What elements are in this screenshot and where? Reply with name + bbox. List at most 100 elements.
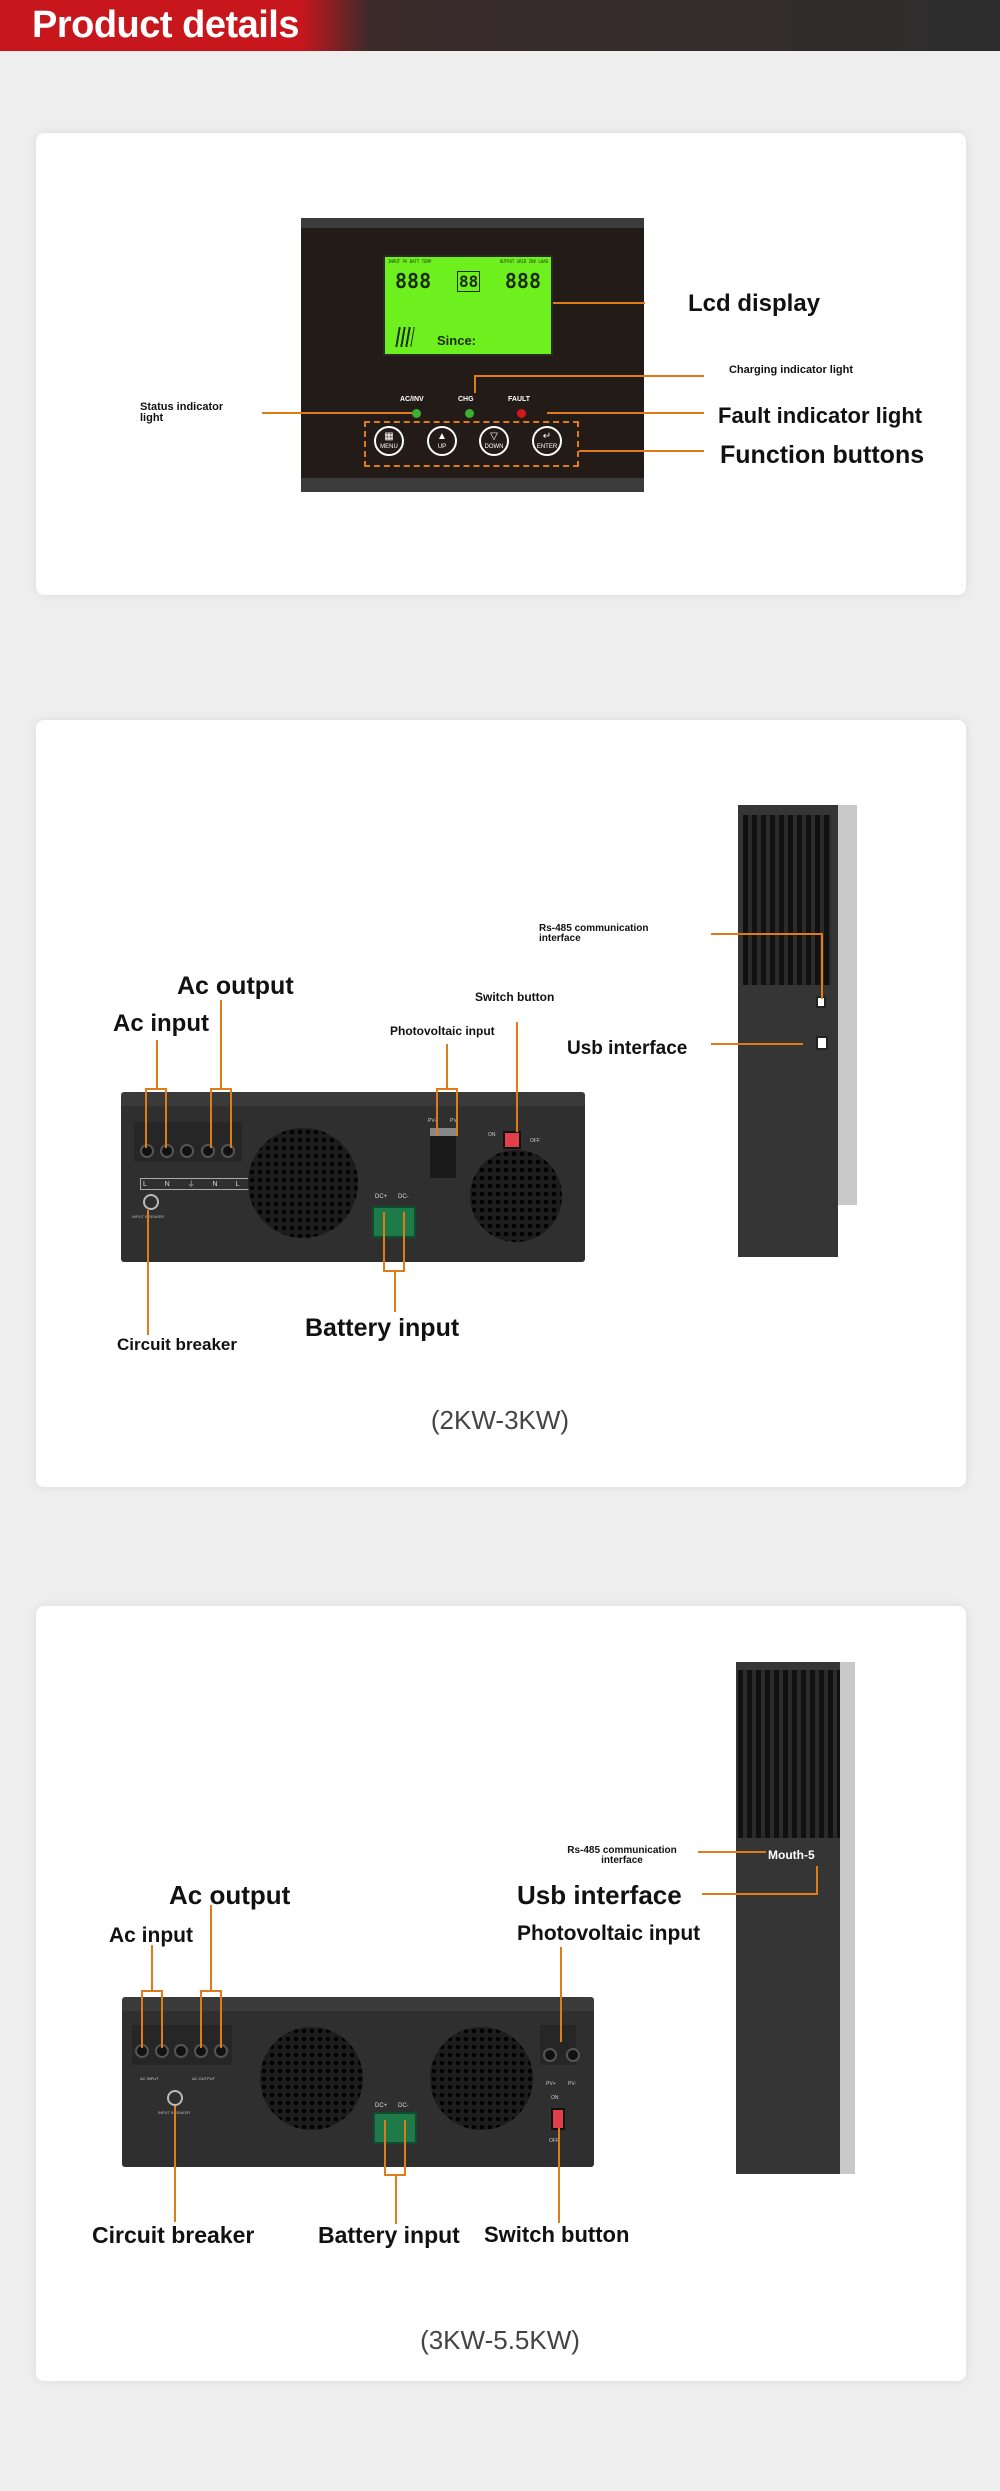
battery-terminal bbox=[372, 1206, 416, 1238]
label-function-buttons: Function buttons bbox=[720, 441, 925, 469]
power-switch[interactable] bbox=[551, 2108, 565, 2130]
dc-pos-label: DC+ bbox=[375, 2103, 388, 2109]
terminal bbox=[140, 1144, 154, 1158]
model-caption: (3KW-5.5KW) bbox=[420, 2325, 580, 2355]
status-led bbox=[412, 409, 421, 418]
callout-line bbox=[547, 412, 704, 414]
callout-line bbox=[394, 1272, 396, 1312]
triangle-up-icon: ▲ bbox=[437, 431, 447, 442]
terminal bbox=[180, 1144, 194, 1158]
lcd-since: Since: bbox=[437, 333, 477, 348]
label-pv-input: Photovoltaic input bbox=[517, 1922, 701, 1945]
terminal bbox=[174, 2044, 188, 2058]
label-rs485: Rs-485 communication interface bbox=[567, 1845, 677, 1866]
terminal bbox=[160, 1144, 174, 1158]
pv-pos-label: PV+ bbox=[546, 2081, 556, 2087]
callout-line bbox=[174, 2106, 176, 2222]
dc-pos-label: DC+ bbox=[375, 1194, 388, 1200]
bracket-battery bbox=[383, 1212, 405, 1272]
label-ac-output: Ac output bbox=[177, 972, 294, 1000]
lcd-digits-mid: 88 bbox=[457, 271, 481, 292]
bracket-ac-output bbox=[200, 1990, 222, 2048]
terminal-labels: L N ⏚ N L bbox=[140, 1178, 251, 1190]
fan-grille bbox=[430, 2027, 533, 2130]
side-panel-silver bbox=[838, 805, 857, 1205]
callout-line bbox=[516, 1022, 518, 1132]
led-label-acinv: AC/INV bbox=[400, 396, 424, 403]
label-status-indicator: Status indicator light bbox=[140, 401, 224, 424]
pv-neg-label: PV- bbox=[450, 1118, 459, 1124]
charging-led bbox=[465, 409, 474, 418]
bracket-ac-input bbox=[141, 1990, 163, 2048]
lcd-screen: INPUT PV BATT TEMP OUTPUT GRID INV LOAD … bbox=[383, 255, 553, 356]
label-mouth-5: Mouth-5 bbox=[768, 1848, 815, 1862]
label-circuit-breaker: Circuit breaker bbox=[92, 2222, 255, 2248]
menu-button[interactable]: ▦MENU bbox=[374, 426, 404, 456]
callout-line bbox=[474, 375, 476, 393]
lcd-digits-left: 888 bbox=[395, 269, 432, 293]
callout-line bbox=[579, 450, 704, 452]
label-switch-button: Switch button bbox=[484, 2222, 630, 2247]
enter-button[interactable]: ↵ENTER bbox=[532, 426, 562, 456]
solar-panel-icon bbox=[395, 327, 415, 347]
up-button[interactable]: ▲UP bbox=[427, 426, 457, 456]
label-usb: Usb interface bbox=[567, 1038, 688, 1059]
lcd-top-right: OUTPUT GRID INV LOAD bbox=[499, 259, 548, 264]
pv-pos-label: PV+ bbox=[428, 1118, 438, 1124]
callout-line bbox=[558, 2128, 560, 2223]
bracket-ac-output bbox=[210, 1088, 232, 1148]
label-switch: Switch button bbox=[475, 990, 555, 1004]
fan-grille bbox=[248, 1128, 358, 1238]
label-usb: Usb interface bbox=[517, 1880, 682, 1910]
bracket-battery bbox=[384, 2120, 406, 2176]
on-label: ON bbox=[551, 2095, 559, 2101]
off-label: OFF bbox=[530, 1138, 540, 1144]
side-panel-silver bbox=[840, 1662, 855, 2174]
enter-icon: ↵ bbox=[542, 431, 552, 442]
down-button[interactable]: ▽DOWN bbox=[479, 426, 509, 456]
label-ac-input: Ac input bbox=[113, 1010, 209, 1037]
terminal bbox=[543, 2048, 557, 2062]
callout-line bbox=[711, 1043, 803, 1045]
label-rs485: Rs-485 communication interface bbox=[539, 923, 649, 944]
callout-line bbox=[220, 1000, 222, 1088]
label-lcd-display: Lcd display bbox=[688, 290, 821, 317]
callout-line bbox=[553, 302, 645, 304]
power-switch[interactable] bbox=[503, 1131, 521, 1149]
led-label-chg: CHG bbox=[458, 396, 474, 403]
callout-line bbox=[151, 1945, 153, 1990]
header-bar bbox=[0, 0, 1000, 51]
page-title: Product details bbox=[32, 4, 300, 46]
callout-line bbox=[821, 933, 823, 999]
circuit-breaker-knob[interactable] bbox=[143, 1194, 159, 1210]
label-ac-input: Ac input bbox=[109, 1924, 193, 1947]
off-label: OFF bbox=[549, 2138, 559, 2144]
vent-grille bbox=[738, 1670, 840, 1838]
triangle-down-icon: ▽ bbox=[490, 431, 498, 442]
callout-line bbox=[395, 2176, 397, 2224]
fault-led bbox=[517, 409, 526, 418]
function-buttons-outline bbox=[364, 421, 579, 467]
callout-line bbox=[711, 933, 822, 935]
dc-neg-label: DC- bbox=[398, 1194, 409, 1200]
dc-neg-label: DC- bbox=[398, 2103, 409, 2109]
label-ac-output: Ac output bbox=[169, 1880, 291, 1910]
callout-line bbox=[147, 1210, 149, 1335]
pv-connector bbox=[430, 1128, 456, 1178]
led-label-fault: FAULT bbox=[508, 396, 531, 403]
label-battery-input: Battery input bbox=[318, 2222, 460, 2248]
lcd-digits-right: 888 bbox=[504, 269, 541, 293]
terminal bbox=[566, 2048, 580, 2062]
vent-grille bbox=[743, 815, 831, 985]
lcd-top-left: INPUT PV BATT TEMP bbox=[388, 259, 432, 264]
ac-input-text: AC INPUT bbox=[140, 2076, 159, 2081]
circuit-breaker-knob[interactable] bbox=[167, 2090, 183, 2106]
label-circuit-breaker: Circuit breaker bbox=[117, 1335, 237, 1354]
bracket-ac-input bbox=[145, 1088, 167, 1148]
callout-line bbox=[446, 1044, 448, 1088]
usb-port bbox=[816, 1036, 828, 1050]
callout-line bbox=[474, 375, 704, 377]
pv-neg-label: PV- bbox=[568, 2081, 577, 2087]
callout-line bbox=[702, 1893, 818, 1895]
fan-grille bbox=[470, 1150, 562, 1242]
